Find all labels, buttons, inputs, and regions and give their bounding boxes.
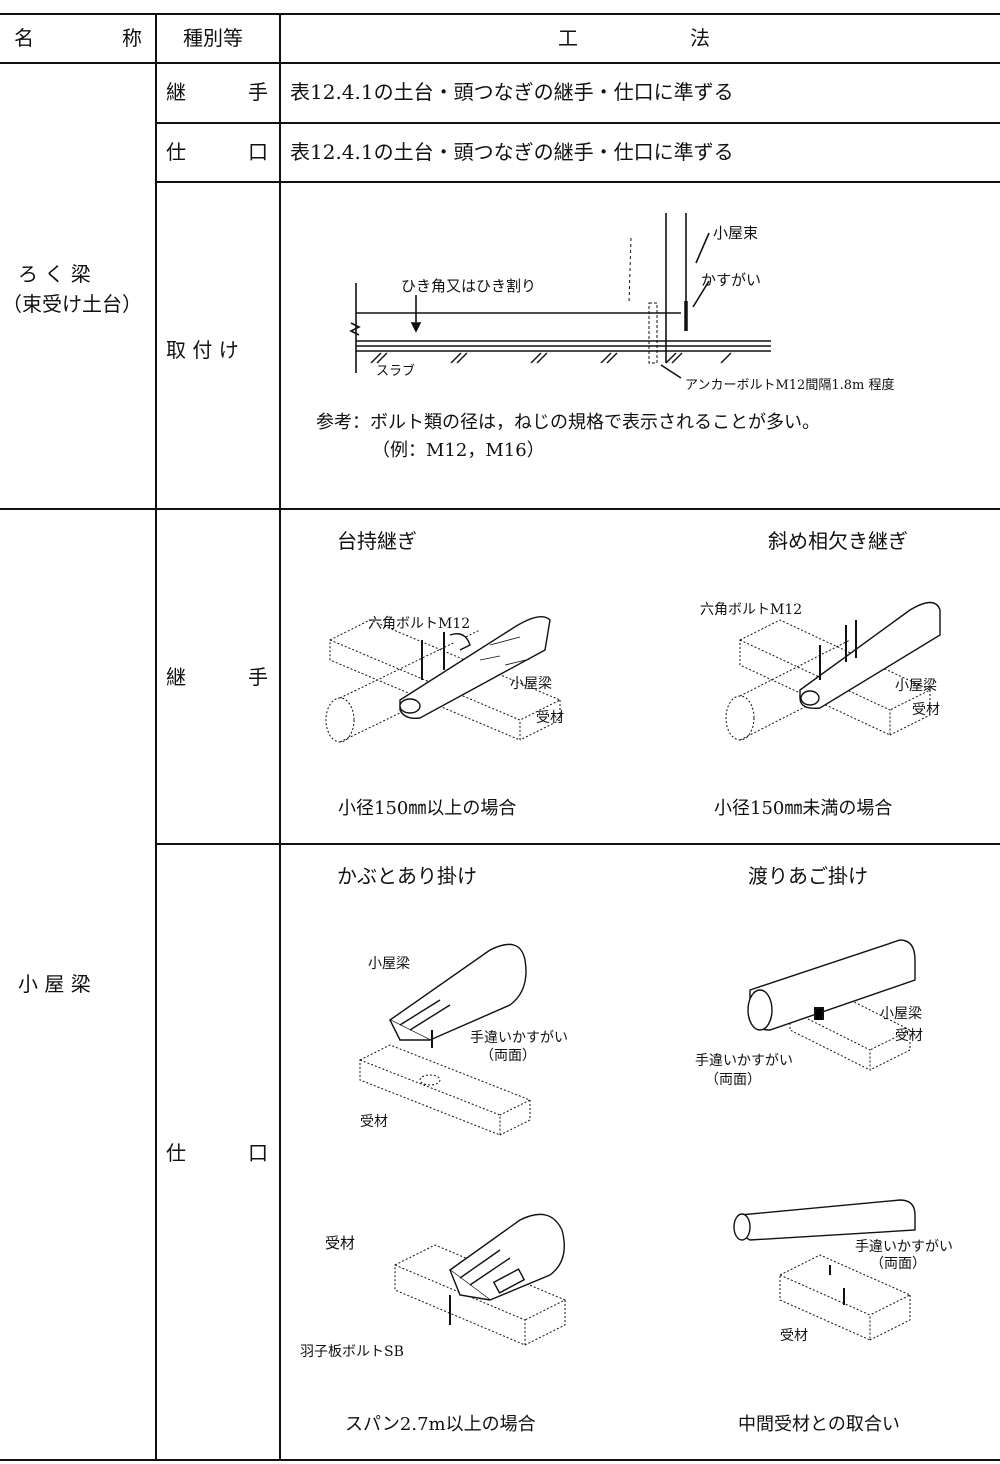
joint-left-title: 台持継ぎ — [337, 529, 417, 553]
conn-bottom-right-caption: 中間受材との取合い — [738, 1414, 900, 1435]
s1-note-line2: （例：M12，M16） — [372, 440, 545, 461]
conn-br-label-support: 受材 — [780, 1328, 808, 1344]
row-line — [155, 843, 1000, 845]
conn-tl-label-beam: 小屋梁 — [368, 956, 410, 972]
s2-joint-type-a: 継 — [166, 665, 186, 689]
joint-right-label-support: 受材 — [912, 702, 940, 718]
s1-mount-type: 取 付 け — [166, 338, 239, 362]
joint-left-label-beam: 小屋梁 — [510, 676, 552, 692]
label-kasugai: かすがい — [701, 271, 761, 289]
header-type: 種別等 — [183, 26, 243, 50]
conn-bottom-left-caption: スパン2.7m以上の場合 — [345, 1414, 536, 1435]
s2-connection-type-b: 口 — [248, 1141, 268, 1165]
conn-bottom-right-diagram: 手違いかすがい （両面） 受材 — [733, 1199, 953, 1344]
conn-br-label-clamp2: （両面） — [870, 1256, 926, 1272]
header-name: 名 称 — [14, 28, 142, 48]
conn-bottom-left-diagram: 受材 羽子板ボルトSB — [300, 1213, 567, 1360]
conn-bl-label-bolt: 羽子板ボルトSB — [300, 1344, 404, 1360]
conn-tr-label-clamp: 手違いかすがい — [695, 1053, 793, 1069]
s2-joint-type: 継 手 — [166, 667, 268, 687]
s1-row1-type-a: 継 — [166, 80, 186, 104]
s1-row2-type-b: 口 — [248, 140, 268, 164]
s2-joint-type-b: 手 — [248, 665, 268, 689]
s1-row1-type-b: 手 — [248, 80, 268, 104]
s1-row1-text: 表12.4.1の土台・頭つなぎの継手・仕口に準ずる — [290, 80, 734, 104]
header-method-b: 法 — [690, 26, 710, 50]
conn-top-right-title: 渡りあご掛け — [748, 864, 868, 888]
conn-top-right-diagram: 小屋梁 受材 手違いかすがい （両面） — [695, 939, 923, 1088]
header-name-a: 名 — [14, 26, 34, 50]
s1-note-line1: 参考：ボルト類の径は，ねじの規格で表示されることが多い。 — [316, 412, 820, 433]
joint-left-caption: 小径150㎜以上の場合 — [338, 798, 517, 819]
conn-tr-label-support: 受材 — [895, 1028, 923, 1044]
section1-name: ろ く 梁 — [18, 262, 91, 286]
conn-top-left-diagram: 小屋梁 手違いかすがい （両面） 受材 — [359, 943, 568, 1136]
conn-br-label-clamp: 手違いかすがい — [855, 1239, 953, 1255]
label-hikikaku: ひき角又はひき割り — [401, 277, 536, 295]
header-method: 工 法 — [558, 28, 710, 48]
s1-row2-type-a: 仕 — [166, 140, 186, 164]
conn-tl-label-support: 受材 — [360, 1114, 388, 1130]
table-bottom-border — [0, 1459, 1000, 1461]
table-top-border — [0, 13, 1000, 15]
header-bottom-border — [0, 62, 1000, 64]
col-line — [155, 13, 157, 1461]
conn-tr-label-beam: 小屋梁 — [880, 1006, 922, 1022]
joint-right-label-beam: 小屋梁 — [895, 678, 937, 694]
joint-right-diagram: 六角ボルトM12 小屋梁 受材 — [700, 601, 941, 741]
section-divider — [0, 508, 1000, 510]
s1-row2-type: 仕 口 — [166, 142, 268, 162]
label-koyazuka: 小屋束 — [713, 224, 758, 242]
section1-name-sub: （束受け土台） — [2, 292, 142, 316]
mounting-diagram: 小屋束 かすがい ひき角又はひき割り スラブ アンカーボルトM12間隔1.8m … — [349, 213, 894, 393]
label-anchor: アンカーボルトM12間隔1.8m 程度 — [685, 377, 894, 393]
header-method-a: 工 — [558, 26, 578, 50]
col-line — [279, 13, 281, 1461]
joint-right-caption: 小径150㎜未満の場合 — [714, 798, 893, 819]
s1-row1-type: 継 手 — [166, 82, 268, 102]
row-line — [155, 122, 1000, 124]
joint-right-title: 斜め相欠き継ぎ — [768, 529, 908, 553]
conn-tl-label-clamp: 手違いかすがい — [470, 1030, 568, 1046]
conn-top-left-title: かぶとあり掛け — [337, 864, 477, 888]
conn-bl-label-support: 受材 — [325, 1234, 355, 1252]
s2-connection-type: 仕 口 — [166, 1143, 268, 1163]
joint-left-diagram: 六角ボルトM12 小屋梁 受材 — [325, 616, 564, 743]
row-line — [155, 181, 1000, 183]
joint-right-label-bolt: 六角ボルトM12 — [700, 602, 802, 618]
joint-left-label-support: 受材 — [536, 710, 564, 726]
s1-row2-text: 表12.4.1の土台・頭つなぎの継手・仕口に準ずる — [290, 140, 734, 164]
label-slab: スラブ — [376, 363, 415, 379]
conn-tl-label-clamp2: （両面） — [480, 1048, 536, 1064]
section2-name: 小 屋 梁 — [18, 972, 91, 996]
conn-tr-label-clamp2: （両面） — [705, 1072, 761, 1088]
s2-connection-type-a: 仕 — [166, 1141, 186, 1165]
joint-left-label-bolt: 六角ボルトM12 — [368, 616, 470, 632]
header-name-b: 称 — [122, 26, 142, 50]
